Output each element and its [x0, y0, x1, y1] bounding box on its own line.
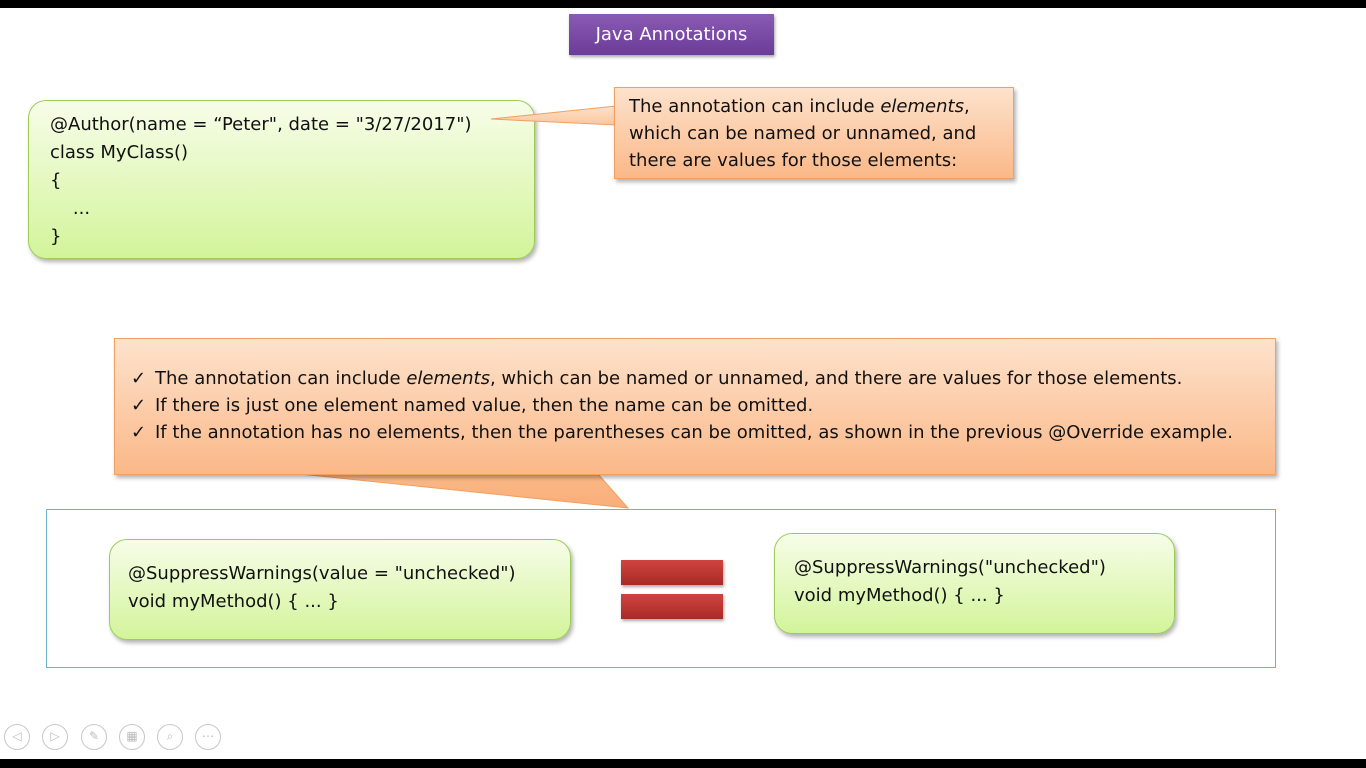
bullet-text: If there is just one element named value… — [155, 395, 814, 416]
callout-elements-note: The annotation can include elements, whi… — [614, 87, 1014, 179]
comparison-frame — [46, 509, 1276, 668]
bullet-item: ✓ If there is just one element named valu… — [131, 392, 1275, 419]
code-line: } — [50, 226, 62, 247]
checkmark-icon: ✓ — [131, 368, 147, 389]
callout-text: , which can be named or unnamed, and the… — [629, 96, 977, 171]
callout-emphasis: elements — [880, 96, 964, 117]
next-slide-icon[interactable]: ▷ — [42, 724, 68, 750]
bullet-text: If the annotation has no elements, then … — [155, 422, 1234, 443]
bottom-black-bar — [0, 759, 1366, 768]
bullet-emphasis: elements — [406, 368, 490, 389]
code-line: { — [50, 170, 62, 191]
equals-sign-bottom-bar — [621, 594, 723, 619]
top-black-bar — [0, 0, 1366, 8]
checkmark-icon: ✓ — [131, 422, 147, 443]
code-line: void myMethod() { ... } — [794, 585, 1005, 606]
callout-bullets: ✓ The annotation can include elements, wh… — [114, 338, 1276, 475]
pen-icon[interactable]: ✎ — [81, 724, 107, 750]
code-box-unnamed-value: @SuppressWarnings("unchecked") void myMe… — [774, 533, 1175, 634]
slide-title: Java Annotations — [569, 14, 774, 55]
code-line: @SuppressWarnings(value = "unchecked") — [128, 563, 516, 584]
prev-slide-icon[interactable]: ◁ — [4, 724, 30, 750]
bullet-item: ✓ If the annotation has no elements, then… — [131, 419, 1275, 446]
bullet-text: , which can be named or unnamed, and the… — [489, 368, 1183, 389]
code-box-author: @Author(name = “Peter", date = "3/27/201… — [28, 100, 535, 259]
zoom-icon[interactable]: ⌕ — [157, 724, 183, 750]
bullet-item: ✓ The annotation can include elements, wh… — [131, 365, 1275, 392]
code-line: ... — [50, 198, 91, 219]
checkmark-icon: ✓ — [131, 395, 147, 416]
callout-text: The annotation can include — [629, 96, 881, 117]
slides-grid-icon[interactable]: ▦ — [119, 724, 145, 750]
code-line: @SuppressWarnings("unchecked") — [794, 557, 1106, 578]
callout-bottom-tail — [299, 473, 630, 509]
code-line: class MyClass() — [50, 142, 188, 163]
equals-sign-top-bar — [621, 560, 723, 585]
bullet-text: The annotation can include — [155, 368, 407, 389]
code-line: void myMethod() { ... } — [128, 591, 339, 612]
code-line: @Author(name = “Peter", date = "3/27/201… — [50, 114, 472, 135]
more-options-icon[interactable]: ⋯ — [195, 724, 221, 750]
code-box-named-value: @SuppressWarnings(value = "unchecked") v… — [109, 539, 571, 640]
